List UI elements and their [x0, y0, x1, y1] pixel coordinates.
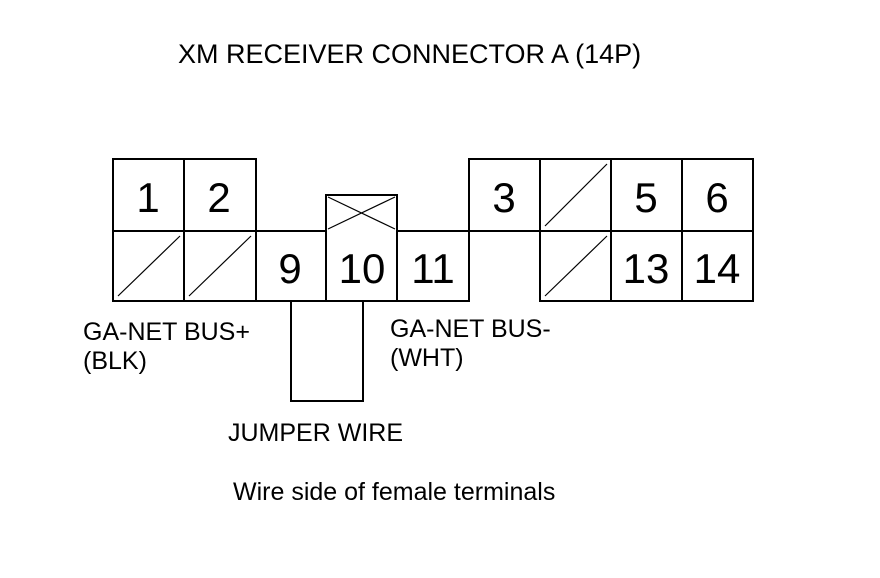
- ga-net-bus-minus-label: GA-NET BUS-: [390, 315, 551, 343]
- empty-cavity-slash: [544, 163, 608, 227]
- empty-cavity-slash: [188, 235, 252, 297]
- terminal-10: 10: [339, 245, 386, 292]
- empty-cavity-slash: [117, 235, 181, 297]
- empty-cavity-marks: [117, 163, 608, 297]
- terminal-13: 13: [623, 245, 670, 292]
- terminal-9: 9: [278, 245, 301, 292]
- ga-net-bus-minus-color: (WHT): [390, 344, 464, 372]
- terminal-5: 5: [634, 174, 657, 221]
- connector-outline: [112, 158, 754, 302]
- ga-net-bus-plus-label: GA-NET BUS+: [83, 318, 250, 346]
- terminal-14: 14: [694, 245, 741, 292]
- diagram-title: XM RECEIVER CONNECTOR A (14P): [178, 39, 641, 69]
- terminal-3: 3: [492, 174, 515, 221]
- terminal-1: 1: [136, 174, 159, 221]
- jumper-wire-label: JUMPER WIRE: [228, 419, 403, 447]
- cell-grid: [113, 159, 753, 301]
- locking-tab-cross: [327, 196, 396, 230]
- terminal-11: 11: [411, 245, 455, 292]
- jumper-wire: [290, 301, 364, 402]
- view-caption: Wire side of female terminals: [233, 478, 555, 506]
- empty-cavity-slash: [544, 235, 608, 297]
- terminal-2: 2: [207, 174, 230, 221]
- terminal-6: 6: [705, 174, 728, 221]
- ga-net-bus-plus-color: (BLK): [83, 347, 147, 375]
